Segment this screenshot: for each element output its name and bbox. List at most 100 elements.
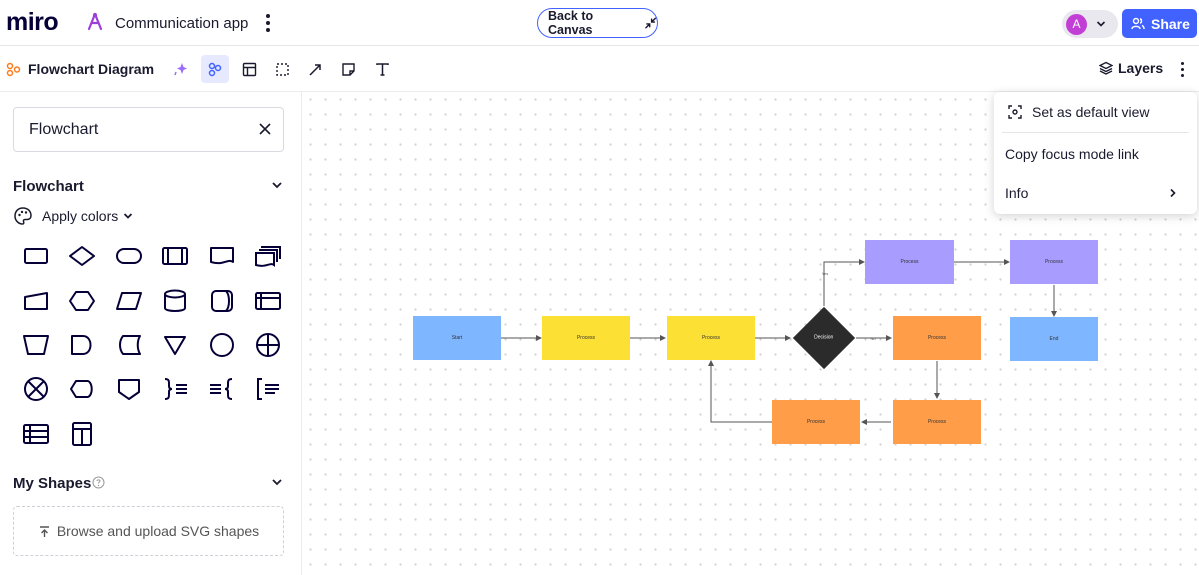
shapes-panel: Flowchart Apply colors xyxy=(0,92,302,575)
terminator-icon xyxy=(116,248,142,264)
stored-data-icon xyxy=(119,335,141,355)
board-name[interactable]: Communication app xyxy=(115,15,249,32)
table-column-shape[interactable] xyxy=(66,418,98,450)
merge-shape[interactable] xyxy=(159,329,191,361)
circle-shape[interactable] xyxy=(206,329,238,361)
edge-decision-p3 xyxy=(823,259,865,306)
layers-icon xyxy=(1099,61,1113,75)
process-node[interactable]: Process xyxy=(893,400,981,444)
info-item[interactable]: Info xyxy=(994,175,1197,211)
collapse-icon xyxy=(644,17,656,29)
connector-tool[interactable] xyxy=(301,55,329,83)
brace-right-shape[interactable] xyxy=(159,373,191,405)
flowchart-section-title[interactable]: Flowchart xyxy=(13,178,84,195)
predefined-process-shape[interactable] xyxy=(159,240,191,272)
direct-access-storage-shape[interactable] xyxy=(206,285,238,317)
board-icon xyxy=(87,12,103,31)
chevron-down-icon[interactable] xyxy=(270,178,284,192)
edge-label-yes: Yes xyxy=(821,270,829,276)
chevron-down-icon[interactable] xyxy=(270,475,284,489)
sticky-note-tool[interactable] xyxy=(334,55,362,83)
template-icon xyxy=(242,62,256,76)
edge-label-no: No xyxy=(870,335,876,341)
process-node[interactable]: Process xyxy=(542,316,630,360)
multiple-documents-shape[interactable] xyxy=(252,240,284,272)
diagram-title[interactable]: Flowchart Diagram xyxy=(28,61,155,77)
back-to-canvas-button[interactable]: Back to Canvas xyxy=(537,8,658,38)
display-icon xyxy=(70,380,93,398)
share-button[interactable]: Share xyxy=(1122,9,1197,38)
set-default-view-label: Set as default view xyxy=(1032,104,1150,120)
bracket-annotation-icon xyxy=(257,378,279,400)
layers-button[interactable]: Layers xyxy=(1099,60,1163,76)
diamond-icon xyxy=(69,246,95,266)
internal-storage-icon xyxy=(255,292,281,310)
table-row-shape[interactable] xyxy=(20,418,52,450)
multiple-documents-icon xyxy=(255,246,281,267)
diagram-tool[interactable] xyxy=(201,55,229,83)
process-node[interactable]: Process xyxy=(667,316,755,360)
menu-divider xyxy=(1002,132,1189,133)
delay-shape[interactable] xyxy=(66,329,98,361)
manual-operation-shape[interactable] xyxy=(20,329,52,361)
summing-junction-shape[interactable] xyxy=(20,373,52,405)
process-node[interactable]: Process xyxy=(865,240,954,284)
sparkle-icon xyxy=(174,63,187,76)
copy-focus-link-item[interactable]: Copy focus mode link xyxy=(1005,146,1139,162)
rectangle-shape[interactable] xyxy=(20,240,52,272)
chevron-down-icon xyxy=(124,213,133,219)
miro-logo[interactable]: miro xyxy=(6,8,59,36)
apply-colors-label: Apply colors xyxy=(42,208,119,224)
database-icon xyxy=(164,289,186,312)
brace-left-shape[interactable] xyxy=(206,373,238,405)
table-row-icon xyxy=(23,424,49,444)
off-page-connector-shape[interactable] xyxy=(113,373,145,405)
manual-input-shape[interactable] xyxy=(20,285,52,317)
end-node[interactable]: End xyxy=(1010,317,1098,361)
ai-sparkle-tool[interactable] xyxy=(167,55,195,83)
focus-icon xyxy=(1008,105,1022,119)
hexagon-shape[interactable] xyxy=(66,285,98,317)
diagram-icon xyxy=(208,62,222,77)
text-tool[interactable] xyxy=(368,55,396,83)
apply-colors-dropdown[interactable]: Apply colors xyxy=(13,206,133,226)
shape-search-input[interactable] xyxy=(13,107,284,152)
frame-icon xyxy=(275,62,289,76)
frame-tool[interactable] xyxy=(268,55,296,83)
template-tool[interactable] xyxy=(235,55,263,83)
diamond-shape[interactable] xyxy=(66,240,98,272)
top-bar: miro Communication app Back to Canvas A … xyxy=(0,0,1199,46)
arrow-icon xyxy=(308,63,321,76)
process-node[interactable]: Process xyxy=(893,316,981,360)
hexagon-icon xyxy=(69,291,95,311)
upload-svg-button[interactable]: Browse and upload SVG shapes xyxy=(13,506,284,556)
process-node[interactable]: Process xyxy=(772,400,860,444)
chevron-right-icon xyxy=(1170,188,1176,198)
start-node[interactable]: Start xyxy=(413,316,501,360)
process-node[interactable]: Process xyxy=(1010,240,1098,284)
stored-data-shape[interactable] xyxy=(113,329,145,361)
bracket-annotation-shape[interactable] xyxy=(252,373,284,405)
circle-icon xyxy=(210,333,234,357)
layers-label: Layers xyxy=(1118,60,1164,76)
display-shape[interactable] xyxy=(66,373,98,405)
or-symbol-shape[interactable] xyxy=(252,329,284,361)
more-options-icon[interactable] xyxy=(1177,61,1187,79)
database-shape[interactable] xyxy=(159,285,191,317)
off-page-connector-icon xyxy=(118,379,140,400)
document-icon xyxy=(210,247,234,265)
terminator-shape[interactable] xyxy=(113,240,145,272)
close-icon[interactable] xyxy=(258,122,272,136)
rectangle-icon xyxy=(24,248,48,264)
document-shape[interactable] xyxy=(206,240,238,272)
help-icon[interactable] xyxy=(92,476,105,489)
set-default-view-item[interactable]: Set as default view xyxy=(994,94,1197,130)
text-icon xyxy=(375,62,389,76)
parallelogram-shape[interactable] xyxy=(113,285,145,317)
board-menu-icon[interactable] xyxy=(262,12,274,34)
internal-storage-shape[interactable] xyxy=(252,285,284,317)
edge-p7-p2 xyxy=(708,360,772,423)
my-shapes-title[interactable]: My Shapes xyxy=(13,475,92,492)
merge-icon xyxy=(164,336,186,355)
user-menu[interactable]: A xyxy=(1062,10,1118,38)
